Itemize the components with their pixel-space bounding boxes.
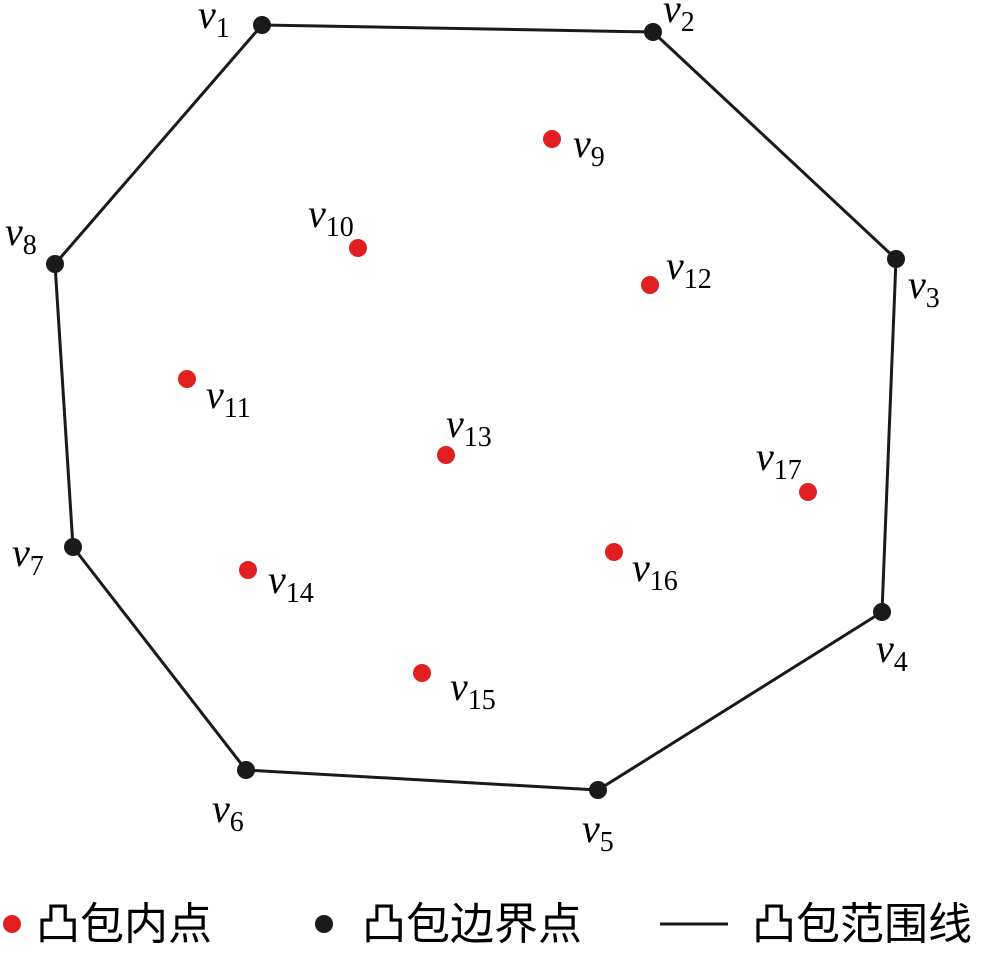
vertex-label-v8: v8 [5,209,37,261]
convex-hull-boundary-line [53,23,898,792]
boundary-point-v4 [873,603,891,621]
interior-point-v14 [239,561,257,579]
legend-boundary-label: 凸包边界点 [362,899,582,950]
vertex-label-v10: v10 [308,191,354,243]
interior-point-v9 [543,130,561,148]
boundary-point-v2 [644,23,662,41]
legend-interior-label: 凸包内点 [36,899,212,950]
vertex-label-v11: v11 [206,372,251,424]
interior-point-v13 [437,446,455,464]
legend: 凸包内点 凸包边界点 凸包范围线 [3,899,972,950]
vertex-label-v17: v17 [756,434,802,486]
vertex-label-v12: v12 [666,243,712,295]
interior-point-v10 [349,239,367,257]
vertex-points-layer [46,16,905,799]
vertex-label-v5: v5 [582,806,614,858]
vertex-label-v9: v9 [573,121,605,173]
vertex-label-v14: v14 [268,557,314,609]
boundary-point-v6 [237,761,255,779]
legend-boundary-point-marker [315,915,333,933]
interior-point-v17 [799,483,817,501]
vertex-label-v15: v15 [450,664,496,716]
vertex-label-v3: v3 [908,262,940,314]
interior-point-v11 [178,370,196,388]
legend-line-label: 凸包范围线 [752,899,972,950]
boundary-point-v7 [64,538,82,556]
vertex-label-v7: v7 [12,530,44,582]
vertex-label-v6: v6 [212,786,244,838]
interior-point-v12 [641,276,659,294]
vertex-label-v16: v16 [632,545,678,597]
interior-point-v16 [605,543,623,561]
boundary-point-v5 [589,781,607,799]
vertex-label-v1: v1 [198,0,230,44]
convex-hull-polygon-layer [53,23,898,792]
vertex-label-v2: v2 [663,0,695,38]
vertex-label-v4: v4 [876,626,908,678]
boundary-point-v1 [253,16,271,34]
boundary-point-v8 [46,255,64,273]
boundary-point-v3 [887,250,905,268]
vertex-label-v13: v13 [446,401,492,453]
legend-interior-point-marker [3,915,21,933]
interior-point-v15 [413,664,431,682]
vertex-labels-layer: v1 v2 v3 v4 v5 v6 v7 v8 v9 v10 v11 v12 v13 v14 v15 v16 v… [5,0,940,858]
